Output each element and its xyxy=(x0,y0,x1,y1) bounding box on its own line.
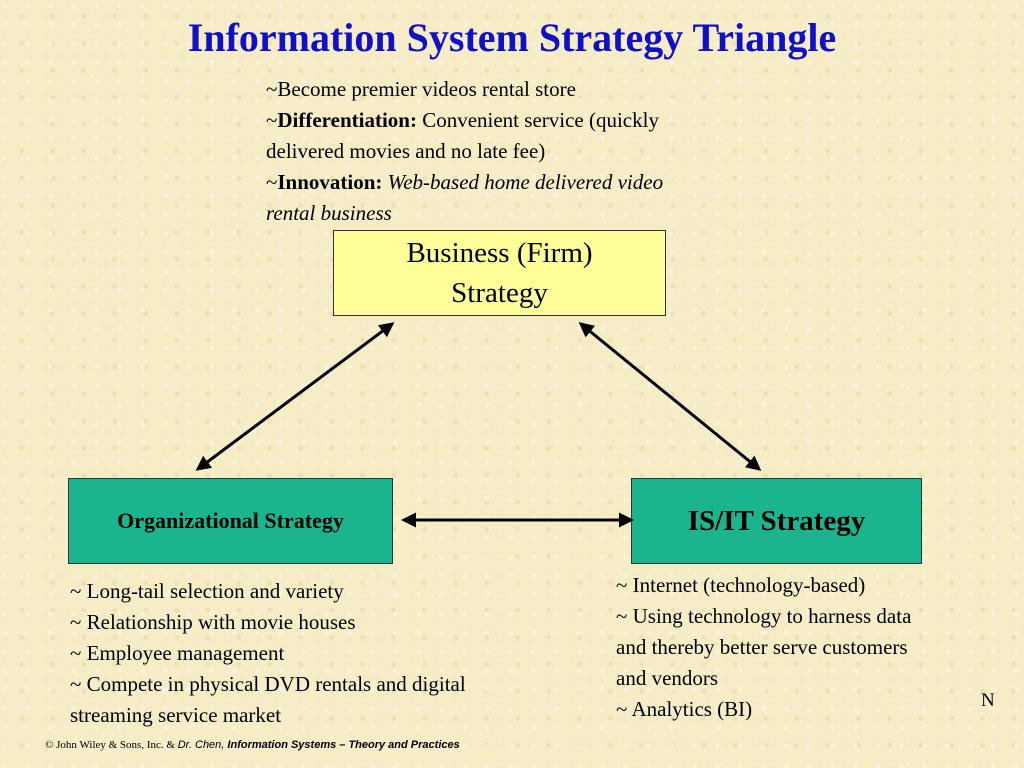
innovation-text: Web-based home delivered video xyxy=(382,170,664,194)
footer-author: Dr. Chen, xyxy=(177,739,228,751)
copyright-footer: © John Wiley & Sons, Inc. & Dr. Chen, In… xyxy=(45,739,460,751)
business-note-1: ~Become premier videos rental store xyxy=(266,77,576,101)
business-strategy-box: Business (Firm) Strategy xyxy=(333,230,666,316)
business-org-arrow xyxy=(195,322,395,471)
business-note-4-prefix: ~ xyxy=(266,170,278,194)
innovation-text-cont: rental business xyxy=(266,201,392,225)
business-box-line2: Strategy xyxy=(451,277,548,309)
business-note-5: rental business xyxy=(266,198,663,229)
footer-copyright: © John Wiley & Sons, Inc. & xyxy=(45,739,178,751)
isit-strategy-box: IS/IT Strategy xyxy=(631,478,922,564)
org-note: ~ Relationship with movie houses xyxy=(70,610,356,634)
isit-note: ~ Internet (technology-based) xyxy=(616,573,866,597)
business-note-3: delivered movies and no late fee) xyxy=(266,139,546,163)
isit-strategy-notes: ~ Internet (technology-based) ~ Using te… xyxy=(616,570,911,725)
innovation-label: Innovation: xyxy=(277,170,383,194)
differentiation-text: Convenient service (quickly xyxy=(416,108,659,132)
org-note: streaming service market xyxy=(70,703,282,727)
org-note: ~ Compete in physical DVD rentals and di… xyxy=(70,672,466,696)
slide-mark: N xyxy=(981,690,995,711)
business-strategy-notes: ~Become premier videos rental store ~Dif… xyxy=(266,74,663,229)
organizational-strategy-label: Organizational Strategy xyxy=(117,508,344,533)
org-note: ~ Employee management xyxy=(70,641,285,665)
slide-title: Information System Strategy Triangle xyxy=(187,15,837,60)
isit-note: ~ Using technology to harness data xyxy=(616,604,912,628)
differentiation-label: Differentiation: xyxy=(277,108,417,132)
isit-note: and vendors xyxy=(616,666,719,690)
organizational-strategy-box: Organizational Strategy xyxy=(68,478,393,564)
business-isit-arrow xyxy=(578,322,762,471)
business-box-line1: Business (Firm) xyxy=(406,237,593,269)
isit-note: ~ Analytics (BI) xyxy=(616,697,753,721)
isit-note: and thereby better serve customers xyxy=(616,635,908,659)
business-note-4: ~Innovation: Web-based home delivered vi… xyxy=(266,167,663,198)
business-note-2-prefix: ~ xyxy=(266,108,278,132)
footer-book-title: Information Systems – Theory and Practic… xyxy=(227,739,460,751)
organizational-strategy-notes: ~ Long-tail selection and variety ~ Rela… xyxy=(70,576,466,731)
isit-strategy-label: IS/IT Strategy xyxy=(687,504,866,537)
org-note: ~ Long-tail selection and variety xyxy=(70,579,344,603)
business-note-2: ~Differentiation: Convenient service (qu… xyxy=(266,105,663,136)
